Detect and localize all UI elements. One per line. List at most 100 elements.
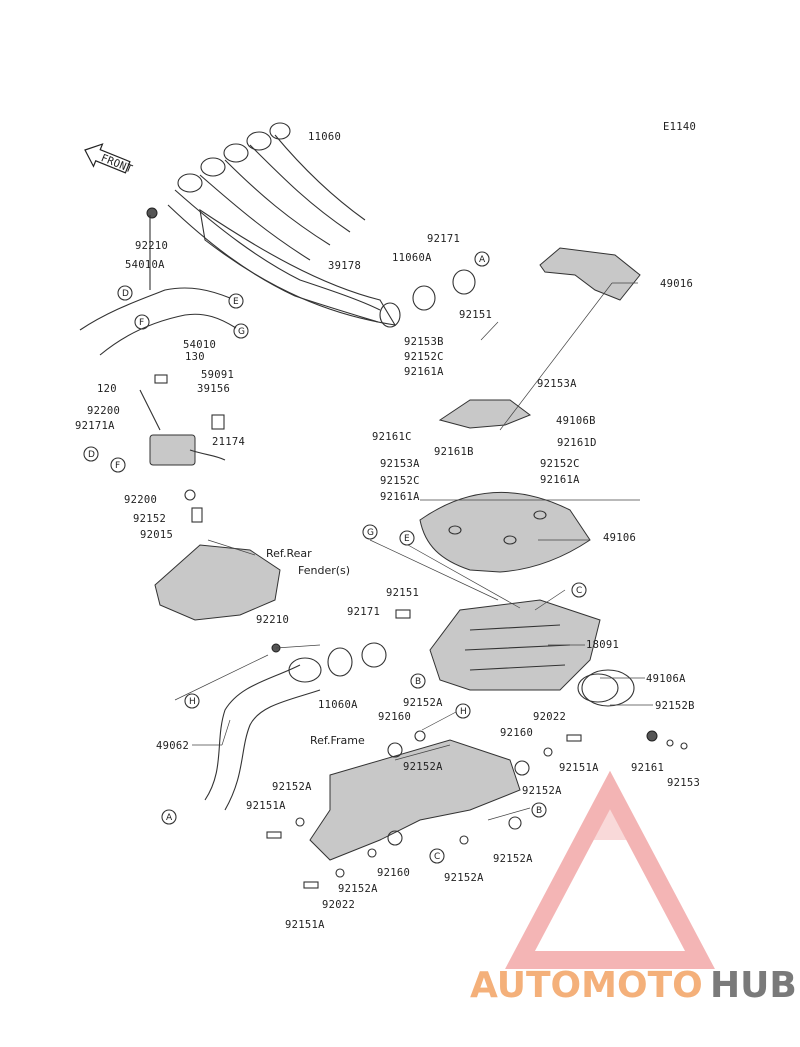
label-49062: 49062 (156, 740, 189, 752)
label-92151A-a: 92151A (559, 762, 599, 774)
circle-ref-marker: B (531, 802, 547, 818)
circle-ref-marker: D (83, 446, 99, 462)
circle-ref-marker: E (228, 293, 244, 309)
ref-fender-label: Fender(s) (298, 564, 350, 577)
label-92015: 92015 (140, 529, 173, 541)
label-92210-top: 92210 (135, 240, 168, 252)
circle-ref-marker: C (429, 848, 445, 864)
svg-text:E: E (233, 297, 239, 307)
label-92152C-a: 92152C (404, 351, 444, 363)
label-92160-b: 92160 (500, 727, 533, 739)
label-92161A-a: 92161A (404, 366, 444, 378)
ref-rear-label: Ref.Rear (266, 547, 312, 560)
label-92152A-a: 92152A (403, 697, 443, 709)
svg-text:A: A (479, 255, 486, 265)
circle-ref-marker: E (399, 530, 415, 546)
ref-frame-label: Ref.Frame (310, 734, 365, 747)
label-92160-a: 92160 (378, 711, 411, 723)
label-92152C-b: 92152C (540, 458, 580, 470)
label-92200-b: 92200 (124, 494, 157, 506)
label-92152A-e: 92152A (493, 853, 533, 865)
label-49016: 49016 (660, 278, 693, 290)
label-120: 120 (97, 383, 117, 395)
label-92171-top: 92171 (427, 233, 460, 245)
svg-text:H: H (460, 707, 467, 717)
leader-lines (174, 282, 653, 821)
svg-text:G: G (367, 528, 374, 538)
svg-text:F: F (115, 461, 120, 471)
label-11060A-top: 11060A (392, 252, 432, 264)
circle-ref-marker: B (410, 673, 426, 689)
label-18091: 18091 (586, 639, 619, 651)
front-arrow-icon: FRONT (84, 143, 135, 176)
label-11060A-mid: 11060A (318, 699, 358, 711)
part-number-labels: 11060 92210 54010A 92171 11060A 39178 49… (75, 131, 700, 931)
label-92152A-b: 92152A (403, 761, 443, 773)
label-39178: 39178 (328, 260, 361, 272)
label-92151A-c: 92151A (285, 919, 325, 931)
label-92151-mid: 92151 (386, 587, 419, 599)
label-92022-b: 92022 (322, 899, 355, 911)
circle-ref-marker: G (362, 524, 378, 540)
label-54010: 54010 (183, 339, 216, 351)
silencer-body-18091 (429, 599, 635, 707)
label-11060: 11060 (308, 131, 341, 143)
label-92152A-f: 92152A (444, 872, 484, 884)
circle-reference-markers: A D E F G D F G E C H B H A B C (83, 251, 587, 864)
circle-ref-marker: F (134, 314, 150, 330)
label-92160-c: 92160 (377, 867, 410, 879)
circle-ref-marker: F (110, 457, 126, 473)
rear-fender-ref (154, 544, 281, 621)
label-92152C-c: 92152C (380, 475, 420, 487)
label-92161C: 92161C (372, 431, 412, 443)
label-92161A-b: 92161A (540, 474, 580, 486)
label-92161D: 92161D (557, 437, 597, 449)
label-92161: 92161 (631, 762, 664, 774)
label-39156: 39156 (197, 383, 230, 395)
circle-ref-marker: H (184, 693, 200, 709)
throttle-cables (79, 215, 237, 356)
svg-text:D: D (122, 289, 129, 299)
reference-notes: Ref.Rear Fender(s) Ref.Frame (266, 547, 365, 747)
svg-text:B: B (415, 677, 421, 687)
label-92161B: 92161B (434, 446, 474, 458)
svg-text:AUTOMOTO: AUTOMOTO (470, 965, 703, 1006)
svg-text:A: A (166, 813, 173, 823)
circle-ref-marker: G (233, 323, 249, 339)
label-54010A: 54010A (125, 259, 165, 271)
watermark-text: AUTOMOTO HUB (470, 965, 797, 1006)
svg-text:D: D (88, 450, 95, 460)
label-92151-top: 92151 (459, 309, 492, 321)
label-92151A-b: 92151A (246, 800, 286, 812)
label-92153A-b: 92153A (380, 458, 420, 470)
svg-text:C: C (434, 852, 440, 862)
label-49106B: 49106B (556, 415, 596, 427)
label-92200-a: 92200 (87, 405, 120, 417)
label-92152A-c: 92152A (272, 781, 312, 793)
label-92153B: 92153B (404, 336, 444, 348)
circle-ref-marker: A (474, 251, 490, 267)
circle-ref-marker: H (455, 703, 471, 719)
label-92153: 92153 (667, 777, 700, 789)
svg-text:G: G (238, 327, 245, 337)
connecting-pipe-49062 (204, 609, 411, 811)
label-130: 130 (185, 351, 205, 363)
label-92153A-a: 92153A (537, 378, 577, 390)
label-92171-mid: 92171 (347, 606, 380, 618)
svg-text:B: B (536, 806, 542, 816)
circle-ref-marker: D (117, 285, 133, 301)
lower-mount-bracket (266, 730, 688, 889)
svg-text:C: C (576, 586, 582, 596)
label-92161A-c: 92161A (380, 491, 420, 503)
watermark-logo-icon (505, 770, 715, 969)
label-49106A: 49106A (646, 673, 686, 685)
label-49106: 49106 (603, 532, 636, 544)
label-92171A: 92171A (75, 420, 115, 432)
label-92210-mid: 92210 (256, 614, 289, 626)
label-92022-a: 92022 (533, 711, 566, 723)
label-21174: 21174 (212, 436, 245, 448)
svg-text:H: H (189, 697, 196, 707)
exhaust-valve-actuator (139, 374, 226, 523)
